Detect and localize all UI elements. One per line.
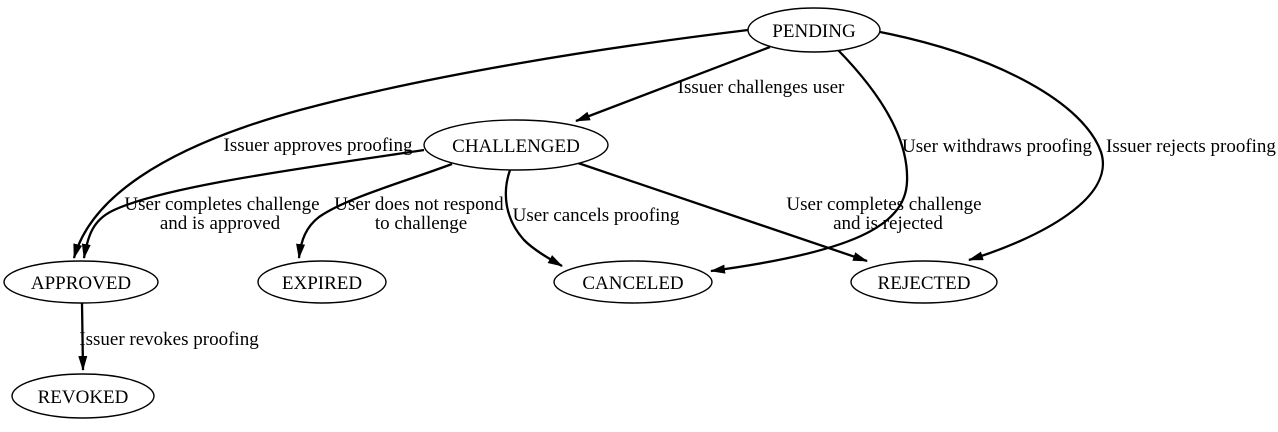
node-challenged: CHALLENGED	[423, 119, 609, 171]
node-revoked-ellipse	[11, 373, 155, 419]
edge-label-issuer-rejects-proofing: Issuer rejects proofing	[1106, 136, 1276, 157]
edge-challenged-rejected	[577, 161, 868, 263]
node-approved-ellipse	[3, 260, 159, 304]
node-challenged-ellipse	[423, 119, 609, 171]
edge-pending-canceled	[710, 49, 909, 274]
edge-challenged-expired	[296, 162, 453, 259]
edge-label-issuer-revokes-proofing: Issuer revokes proofing	[79, 329, 259, 350]
edge-labels: Issuer challenges user Issuer approves p…	[79, 77, 1276, 350]
nodes: PENDING CHALLENGED APPROVED EXPIRED CANC…	[3, 7, 998, 419]
node-rejected: REJECTED	[850, 260, 998, 304]
node-revoked-label: REVOKED	[38, 387, 129, 408]
edge-pending-approved	[72, 28, 749, 259]
node-expired-ellipse	[257, 260, 387, 304]
node-expired: EXPIRED	[257, 260, 387, 304]
edge-label-issuer-approves-proofing: Issuer approves proofing	[224, 135, 413, 156]
node-expired-label: EXPIRED	[282, 273, 362, 294]
edge-approved-revoked	[78, 302, 88, 371]
node-pending-label: PENDING	[772, 21, 856, 42]
node-approved: APPROVED	[3, 260, 159, 304]
edge-label-does-not-respond-line1: User does not respond	[334, 194, 504, 215]
edge-label-does-not-respond-line2: to challenge	[375, 213, 467, 234]
edge-challenged-approved	[81, 148, 425, 259]
edge-challenged-canceled	[504, 169, 563, 267]
edge-label-completes-challenge-approved-line1: User completes challenge	[124, 194, 319, 215]
edges	[72, 28, 1104, 371]
node-approved-label: APPROVED	[31, 273, 131, 294]
node-pending-ellipse	[747, 7, 881, 53]
node-canceled-label: CANCELED	[582, 273, 683, 294]
edge-label-user-withdraws-proofing: User withdraws proofing	[902, 136, 1092, 157]
edge-label-completes-challenge-rejected-line1: User completes challenge	[786, 194, 981, 215]
edge-label-completes-challenge-approved-line2: and is approved	[160, 213, 281, 234]
node-pending: PENDING	[747, 7, 881, 53]
node-canceled: CANCELED	[553, 260, 713, 304]
edge-label-user-cancels-proofing: User cancels proofing	[513, 205, 680, 226]
edge-label-issuer-challenges-user: Issuer challenges user	[678, 77, 845, 98]
edge-pending-challenged	[575, 45, 771, 123]
node-revoked: REVOKED	[11, 373, 155, 419]
node-rejected-ellipse	[850, 260, 998, 304]
node-canceled-ellipse	[553, 260, 713, 304]
node-challenged-label: CHALLENGED	[452, 136, 580, 157]
node-rejected-label: REJECTED	[878, 273, 971, 294]
edge-pending-rejected	[879, 30, 1104, 262]
edge-label-completes-challenge-rejected-line2: and is rejected	[833, 213, 943, 234]
